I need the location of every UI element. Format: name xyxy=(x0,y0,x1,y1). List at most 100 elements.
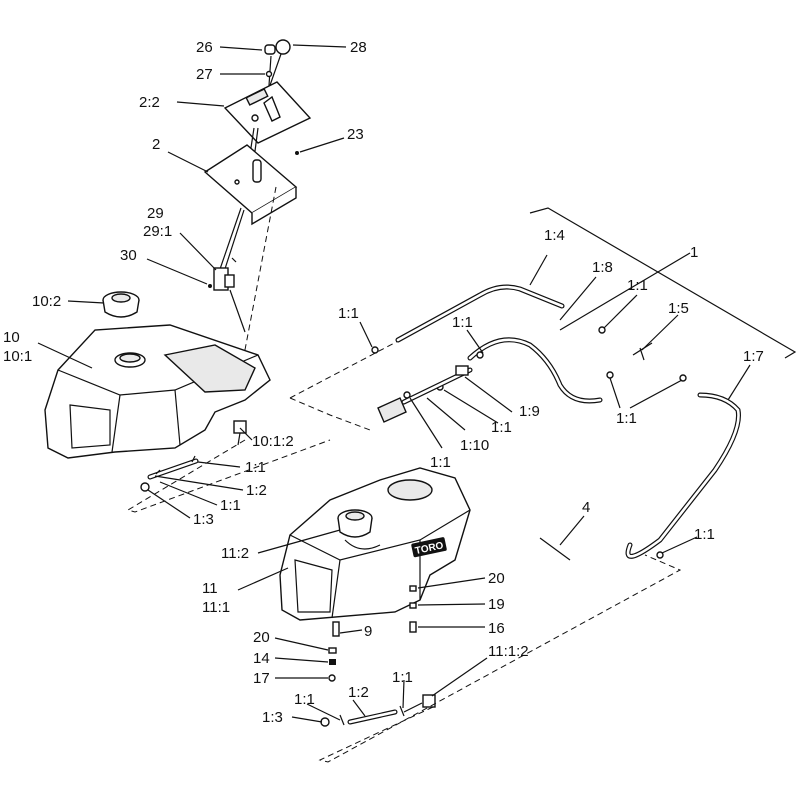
clamp-a xyxy=(371,346,379,354)
washer-part xyxy=(265,70,273,78)
callout-1-5: 1:5 xyxy=(668,300,689,317)
right-tank-panel xyxy=(294,559,333,613)
callout-2: 2 xyxy=(152,136,160,153)
screw-part xyxy=(251,114,259,122)
left-hose-set xyxy=(126,439,331,513)
callout-1-1-j: 1:1 xyxy=(392,669,413,686)
clamp-d xyxy=(606,371,614,379)
callout-4: 4 xyxy=(582,499,590,516)
right-filler-neck xyxy=(344,539,381,550)
callout-29: 29 xyxy=(147,205,164,222)
callout-1-1-a: 1:1 xyxy=(245,459,266,476)
callout-1-1-b: 1:1 xyxy=(220,497,241,514)
clamp-e xyxy=(679,374,687,382)
nut-19 xyxy=(409,602,417,609)
callout-10-2: 10:2 xyxy=(32,293,61,310)
callout-11-1-2: 11:1:2 xyxy=(488,643,529,660)
right-hose-fitting xyxy=(320,717,330,727)
left-tank-fitting-stem xyxy=(237,432,241,446)
left-tank-cap-side xyxy=(102,299,140,318)
bolt-9 xyxy=(332,621,340,637)
kit-bracket-line xyxy=(529,207,797,359)
callout-1-1-k: 1:1 xyxy=(294,691,315,708)
cap-part xyxy=(264,44,276,55)
plate-slot xyxy=(252,159,262,183)
brand-badge xyxy=(411,537,447,558)
fuel-filter xyxy=(377,397,407,423)
control-plate-assembly xyxy=(203,39,312,356)
left-fuel-tank xyxy=(44,291,271,459)
right-tank-cap-side xyxy=(337,517,373,538)
callout-1-1-d: 1:1 xyxy=(338,305,359,322)
knob-part xyxy=(275,39,291,55)
kit-dashline-left xyxy=(289,397,371,431)
callout-1-3-b: 1:3 xyxy=(262,709,283,726)
callout-29-1: 29:1 xyxy=(143,223,172,240)
callout-1-1-h: 1:1 xyxy=(430,454,451,471)
callout-1-8: 1:8 xyxy=(592,259,613,276)
callout-2-2: 2:2 xyxy=(139,94,160,111)
right-tank-cap-top xyxy=(345,511,365,521)
assembly-dashline xyxy=(243,186,277,356)
left-tank-recess xyxy=(163,344,256,393)
callout-19: 19 xyxy=(488,596,505,613)
bolt-16 xyxy=(409,621,417,633)
callout-1-1-e: 1:1 xyxy=(452,314,473,331)
callout-1-1-c: 1:1 xyxy=(627,277,648,294)
callout-10: 10 xyxy=(3,329,20,346)
left-tank-panel xyxy=(69,404,111,449)
nut-17 xyxy=(328,674,336,682)
left-hose-fitting xyxy=(140,482,150,492)
left-filler-opening xyxy=(119,353,141,363)
callout-30: 30 xyxy=(120,247,137,264)
callout-1-10: 1:10 xyxy=(460,437,489,454)
callout-1-7: 1:7 xyxy=(743,348,764,365)
tee-1-5 xyxy=(632,342,653,361)
callout-14: 14 xyxy=(253,650,270,667)
valve-link xyxy=(231,257,237,263)
hardware-stacks xyxy=(328,585,436,708)
plate-hole xyxy=(234,179,240,185)
valve-rod xyxy=(229,289,246,333)
callout-1-2-b: 1:2 xyxy=(348,684,369,701)
kit-dashline-top xyxy=(289,339,401,399)
right-fuel-tank: TORO xyxy=(279,467,471,621)
right-tank-fitting xyxy=(422,694,436,708)
slot-part xyxy=(263,95,281,122)
check-valve xyxy=(455,365,469,376)
callout-23: 23 xyxy=(347,126,364,143)
right-tank-body xyxy=(279,467,471,621)
left-tank-cap-top xyxy=(111,293,131,303)
right-tank-edge xyxy=(331,559,341,619)
tie-4 xyxy=(539,537,571,561)
callout-1-1-f: 1:1 xyxy=(616,410,637,427)
callout-20-b: 20 xyxy=(253,629,270,646)
callout-11-1: 11:1 xyxy=(202,599,230,616)
callout-27: 27 xyxy=(196,66,213,83)
right-tank-ridge xyxy=(289,509,471,561)
callout-26: 26 xyxy=(196,39,213,56)
right-tank-recess xyxy=(387,479,433,501)
callout-1-1-i: 1:1 xyxy=(694,526,715,543)
washer-20-a xyxy=(409,585,417,592)
left-tank-edge xyxy=(111,394,121,453)
screw-23 xyxy=(295,151,299,155)
washer-20-b xyxy=(328,647,337,654)
callout-labels: 26 28 27 2:2 2 23 29 29:1 30 10:2 10 10:… xyxy=(3,39,764,726)
clamp-c xyxy=(598,326,606,334)
mount-plate-edge xyxy=(251,187,297,226)
fuel-line-kit xyxy=(289,207,797,561)
callout-16: 16 xyxy=(488,620,505,637)
valve-body xyxy=(224,274,235,288)
leader-lines xyxy=(37,44,751,723)
callout-20-a: 20 xyxy=(488,570,505,587)
spacer-14 xyxy=(329,659,336,665)
callout-1-9: 1:9 xyxy=(519,403,540,420)
clamp-b xyxy=(476,351,484,359)
linkage-rod-2 xyxy=(218,207,242,273)
left-tank-edge-2 xyxy=(174,389,181,446)
decal-label xyxy=(245,88,269,106)
callout-11: 11 xyxy=(202,580,218,597)
